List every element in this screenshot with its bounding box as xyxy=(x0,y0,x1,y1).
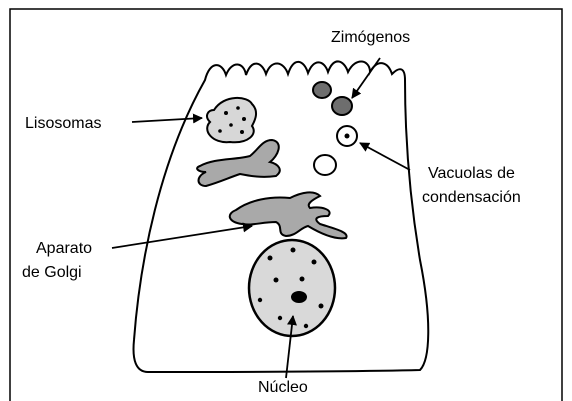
golgi-apparatus xyxy=(230,192,347,238)
zymogen-granule-2 xyxy=(332,97,352,115)
endoplasmic-reticulum xyxy=(197,140,280,186)
vacuolas-label-line1: Vacuolas de xyxy=(428,165,515,182)
lisosomas-arrow xyxy=(132,118,202,122)
vacuolas-arrow xyxy=(360,143,410,170)
condensation-vacuole-2 xyxy=(314,155,336,175)
golgi-arrow xyxy=(112,226,252,248)
nucleo-label: Núcleo xyxy=(258,379,308,396)
lisosomas-label: Lisosomas xyxy=(25,115,101,132)
condensation-vacuole-core xyxy=(345,134,350,139)
vacuolas-label-line2: condensación xyxy=(422,189,521,206)
golgi-label-line1: Aparato xyxy=(36,240,92,257)
zimogenos-label: Zimógenos xyxy=(331,29,410,46)
nucleolus xyxy=(291,291,307,303)
zymogen-granule-1 xyxy=(313,82,331,98)
lysosome xyxy=(207,98,256,142)
golgi-label-line2: de Golgi xyxy=(22,264,82,281)
